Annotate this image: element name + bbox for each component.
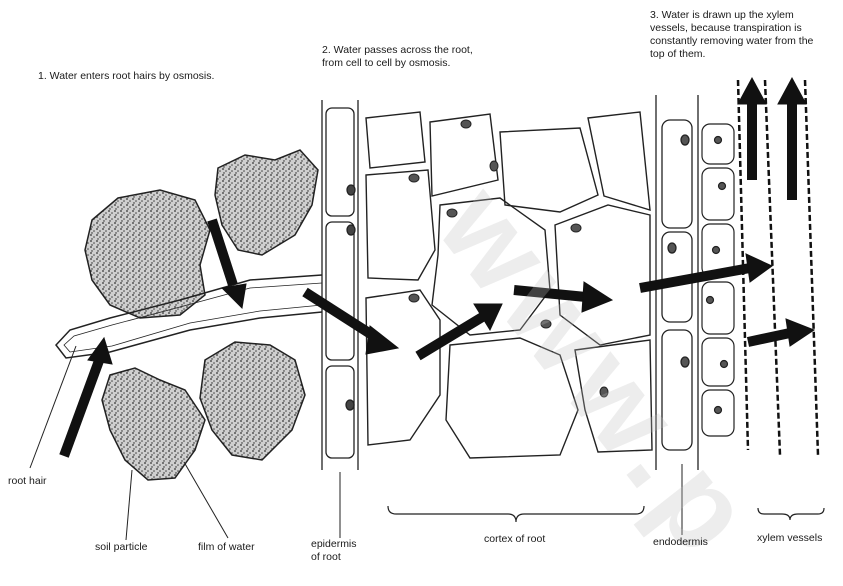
soil-particle-2	[215, 150, 318, 255]
arrow-to-xylem-2	[748, 319, 814, 346]
arrow-up-xylem-1	[738, 78, 766, 180]
step2-label: 2. Water passes across the root, from ce…	[322, 44, 473, 70]
epidermis-cells	[322, 100, 358, 470]
soil-particle-3	[102, 368, 205, 480]
cortex-label: cortex of root	[484, 533, 545, 546]
film-of-water-label: film of water	[198, 541, 255, 554]
step1-label: 1. Water enters root hairs by osmosis.	[38, 70, 214, 83]
arrow-to-cortex-1	[305, 292, 398, 354]
soil-particle-4	[200, 342, 305, 460]
step3-label: 3. Water is drawn up the xylem vessels, …	[650, 9, 813, 61]
endodermis-label: endodermis	[653, 536, 708, 549]
cortex-brace	[388, 506, 644, 522]
epidermis-label: epidermis of root	[311, 538, 357, 564]
soil-particle-1	[85, 190, 210, 318]
xylem-vessels-label: xylem vessels	[757, 532, 822, 545]
soil-particle-label: soil particle	[95, 541, 148, 554]
root-hair-label: root hair	[8, 475, 47, 488]
arrow-up-xylem-2	[778, 78, 806, 200]
